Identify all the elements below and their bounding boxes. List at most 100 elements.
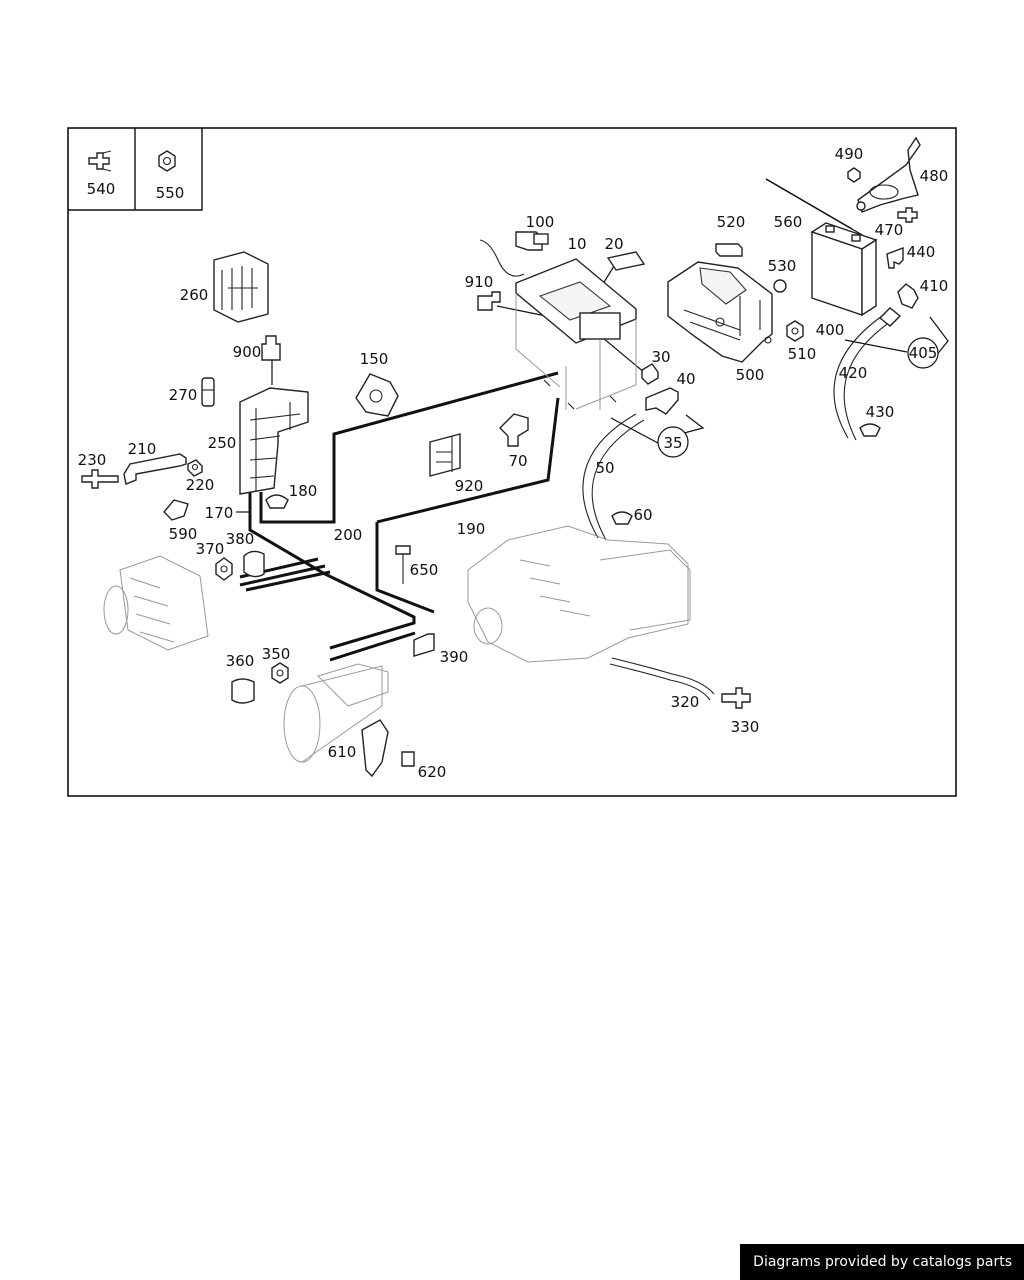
label-480: 480 <box>920 167 949 185</box>
label-610: 610 <box>328 743 357 761</box>
label-470: 470 <box>875 221 904 239</box>
alternator <box>103 555 209 651</box>
wiring-harness <box>239 371 560 662</box>
nut-370 <box>215 557 233 581</box>
label-390: 390 <box>440 648 469 666</box>
label-250: 250 <box>208 434 237 452</box>
clip-620 <box>401 751 415 767</box>
label-920: 920 <box>455 477 484 495</box>
label-100: 100 <box>526 213 555 231</box>
tag-910 <box>477 291 501 311</box>
label-400: 400 <box>816 321 845 339</box>
hose-50 <box>582 413 645 541</box>
label-320: 320 <box>671 693 700 711</box>
label-510: 510 <box>788 345 817 363</box>
cover-520 <box>715 243 743 257</box>
grommet-430 <box>859 423 881 437</box>
label-910: 910 <box>465 273 494 291</box>
clip-390 <box>413 633 435 657</box>
plug-530 <box>773 279 787 293</box>
callout-35 <box>657 426 689 458</box>
clip-440 <box>886 246 904 269</box>
label-370: 370 <box>196 540 225 558</box>
cap-360 <box>231 678 255 704</box>
footer-credit: Diagrams provided by catalogs parts <box>740 1244 1024 1280</box>
label-260: 260 <box>180 286 209 304</box>
screw-330 <box>721 687 751 709</box>
screw-470 <box>897 207 918 223</box>
label-410: 410 <box>920 277 949 295</box>
label-380: 380 <box>226 530 255 548</box>
nut-icon <box>158 150 176 172</box>
label-440: 440 <box>907 243 936 261</box>
bracket-610 <box>361 719 389 778</box>
cap-380 <box>243 550 265 578</box>
label-270: 270 <box>169 386 198 404</box>
battery-10 <box>515 258 637 410</box>
label-360: 360 <box>226 652 255 670</box>
elbow-410 <box>897 283 919 309</box>
fusebox-260 <box>213 251 269 323</box>
strap-560 <box>765 178 853 230</box>
sticker-20 <box>606 251 646 271</box>
label-650: 650 <box>410 561 439 579</box>
hose-420 <box>833 307 902 441</box>
tray-500 <box>667 261 773 363</box>
bracket-590 <box>163 499 189 521</box>
label-35: 35 <box>663 434 682 452</box>
strap-210 <box>123 453 187 485</box>
label-540: 540 <box>87 180 116 198</box>
grommet-60 <box>611 511 633 525</box>
label-170: 170 <box>205 504 234 522</box>
control-unit-250 <box>239 387 309 495</box>
cap-30 <box>641 363 659 385</box>
label-330: 330 <box>731 718 760 736</box>
nut-220 <box>187 459 203 477</box>
label-500: 500 <box>736 366 765 384</box>
elbow-40 <box>645 387 679 415</box>
label-490: 490 <box>835 145 864 163</box>
connector-900 <box>261 335 281 361</box>
diagram-frame <box>67 127 957 797</box>
engine-transmission <box>467 525 691 663</box>
label-20: 20 <box>604 235 623 253</box>
label-70: 70 <box>508 452 527 470</box>
label-210: 210 <box>128 440 157 458</box>
bracket-480 <box>856 136 921 213</box>
label-40: 40 <box>676 370 695 388</box>
label-230: 230 <box>78 451 107 469</box>
label-900: 900 <box>233 343 262 361</box>
clip-920 <box>429 433 461 477</box>
fuse-270 <box>201 377 215 407</box>
label-405: 405 <box>909 344 938 362</box>
nut-350 <box>271 662 289 684</box>
label-560: 560 <box>774 213 803 231</box>
label-620: 620 <box>418 763 447 781</box>
label-550: 550 <box>156 184 185 202</box>
clip-70 <box>499 413 529 447</box>
hardware-inset <box>68 128 203 211</box>
label-420: 420 <box>839 364 868 382</box>
callout-405 <box>907 337 939 369</box>
label-10: 10 <box>567 235 586 253</box>
bolt-650 <box>395 545 411 584</box>
battery-400 <box>810 222 878 317</box>
label-430: 430 <box>866 403 895 421</box>
label-530: 530 <box>768 257 797 275</box>
nut-510 <box>786 320 804 342</box>
label-350: 350 <box>262 645 291 663</box>
label-190: 190 <box>457 520 486 538</box>
nut-490 <box>847 167 861 183</box>
label-520: 520 <box>717 213 746 231</box>
label-590: 590 <box>169 525 198 543</box>
label-50: 50 <box>595 459 614 477</box>
label-30: 30 <box>651 348 670 366</box>
cable-320 <box>609 657 715 701</box>
label-150: 150 <box>360 350 389 368</box>
grommet-180 <box>265 494 289 509</box>
label-200: 200 <box>334 526 363 544</box>
label-60: 60 <box>633 506 652 524</box>
screw-icon <box>88 150 112 172</box>
label-220: 220 <box>186 476 215 494</box>
